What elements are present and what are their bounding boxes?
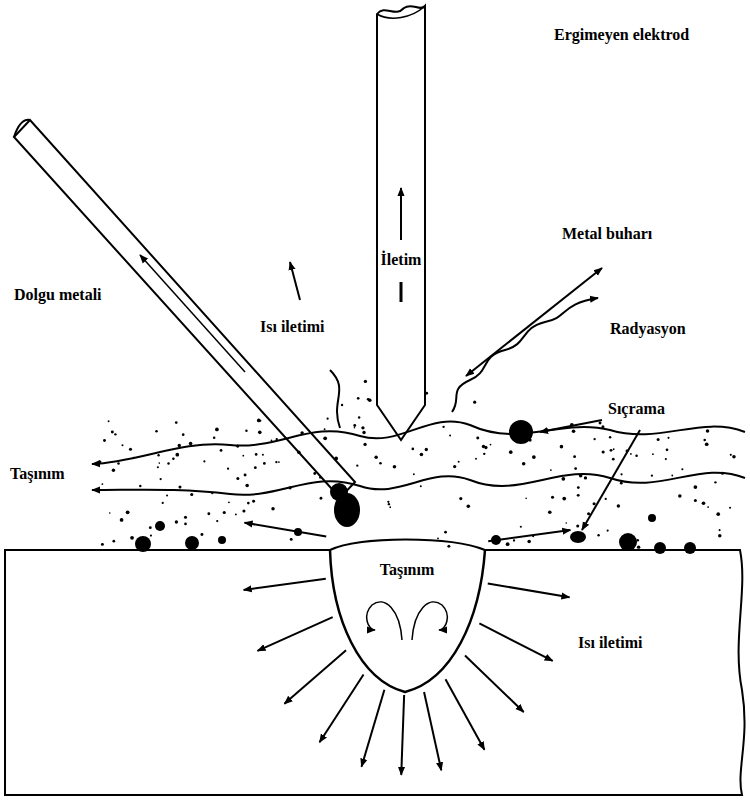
metal-vapour-label: Metal buharı — [560, 225, 654, 243]
heat-flow-arrow — [488, 583, 570, 597]
electrode — [377, 6, 425, 440]
metal-vapour-arrow — [466, 268, 602, 376]
spatter-leader — [582, 430, 640, 530]
heat-flow-arrow — [244, 579, 326, 590]
electrode-top-cap — [377, 6, 425, 18]
heat-flow-arrow — [445, 679, 484, 750]
filler-rod — [14, 120, 355, 498]
weld-pool — [330, 550, 485, 692]
workpiece — [5, 540, 745, 796]
plasma-stipple — [99, 380, 736, 549]
heat-conduction-label: Isı iletimi — [258, 318, 326, 336]
conduction-arrow — [400, 188, 402, 240]
arc-lower-boundary — [92, 473, 745, 495]
heat-flow-arrow — [362, 690, 385, 767]
convection-swirl — [367, 602, 402, 640]
electrode-label: Ergimeyen elektrod — [552, 26, 691, 44]
spatter-drops — [135, 420, 696, 554]
filler-rod-end — [14, 120, 30, 137]
workpiece-conduction-label: Isı iletimi — [576, 634, 644, 652]
filler-rod-arrow — [140, 255, 245, 372]
heat-conduction-arrow — [330, 370, 340, 428]
heat-flow-arrow — [424, 692, 441, 770]
heat-flow-arrow — [488, 530, 570, 541]
spatter-leader — [540, 420, 602, 432]
heat-flow-arrow — [479, 623, 552, 661]
spatter-label: Sıçrama — [606, 400, 667, 418]
filler-metal-label: Dolgu metali — [12, 286, 104, 304]
convection-label: Taşınım — [8, 465, 67, 483]
heat-flow-arrow — [245, 523, 327, 537]
pool-convection-label: Taşınım — [378, 561, 437, 579]
heat-conduction-up-arrow — [290, 262, 300, 300]
heat-flow-arrow — [284, 650, 346, 704]
arc-upper-boundary — [92, 421, 745, 464]
radiation-arrow — [452, 298, 598, 412]
conduction-arrow-tail — [400, 282, 403, 302]
heat-flow-arrow — [320, 674, 364, 742]
heat-flow-arrow — [257, 617, 332, 651]
heat-flow-arrows — [244, 523, 571, 775]
conduction-label: İletim — [379, 251, 424, 269]
heat-flow-arrow — [465, 655, 524, 712]
convection-swirl — [412, 602, 447, 640]
radiation-label: Radyasyon — [608, 320, 688, 338]
heat-flow-arrow — [401, 695, 404, 775]
